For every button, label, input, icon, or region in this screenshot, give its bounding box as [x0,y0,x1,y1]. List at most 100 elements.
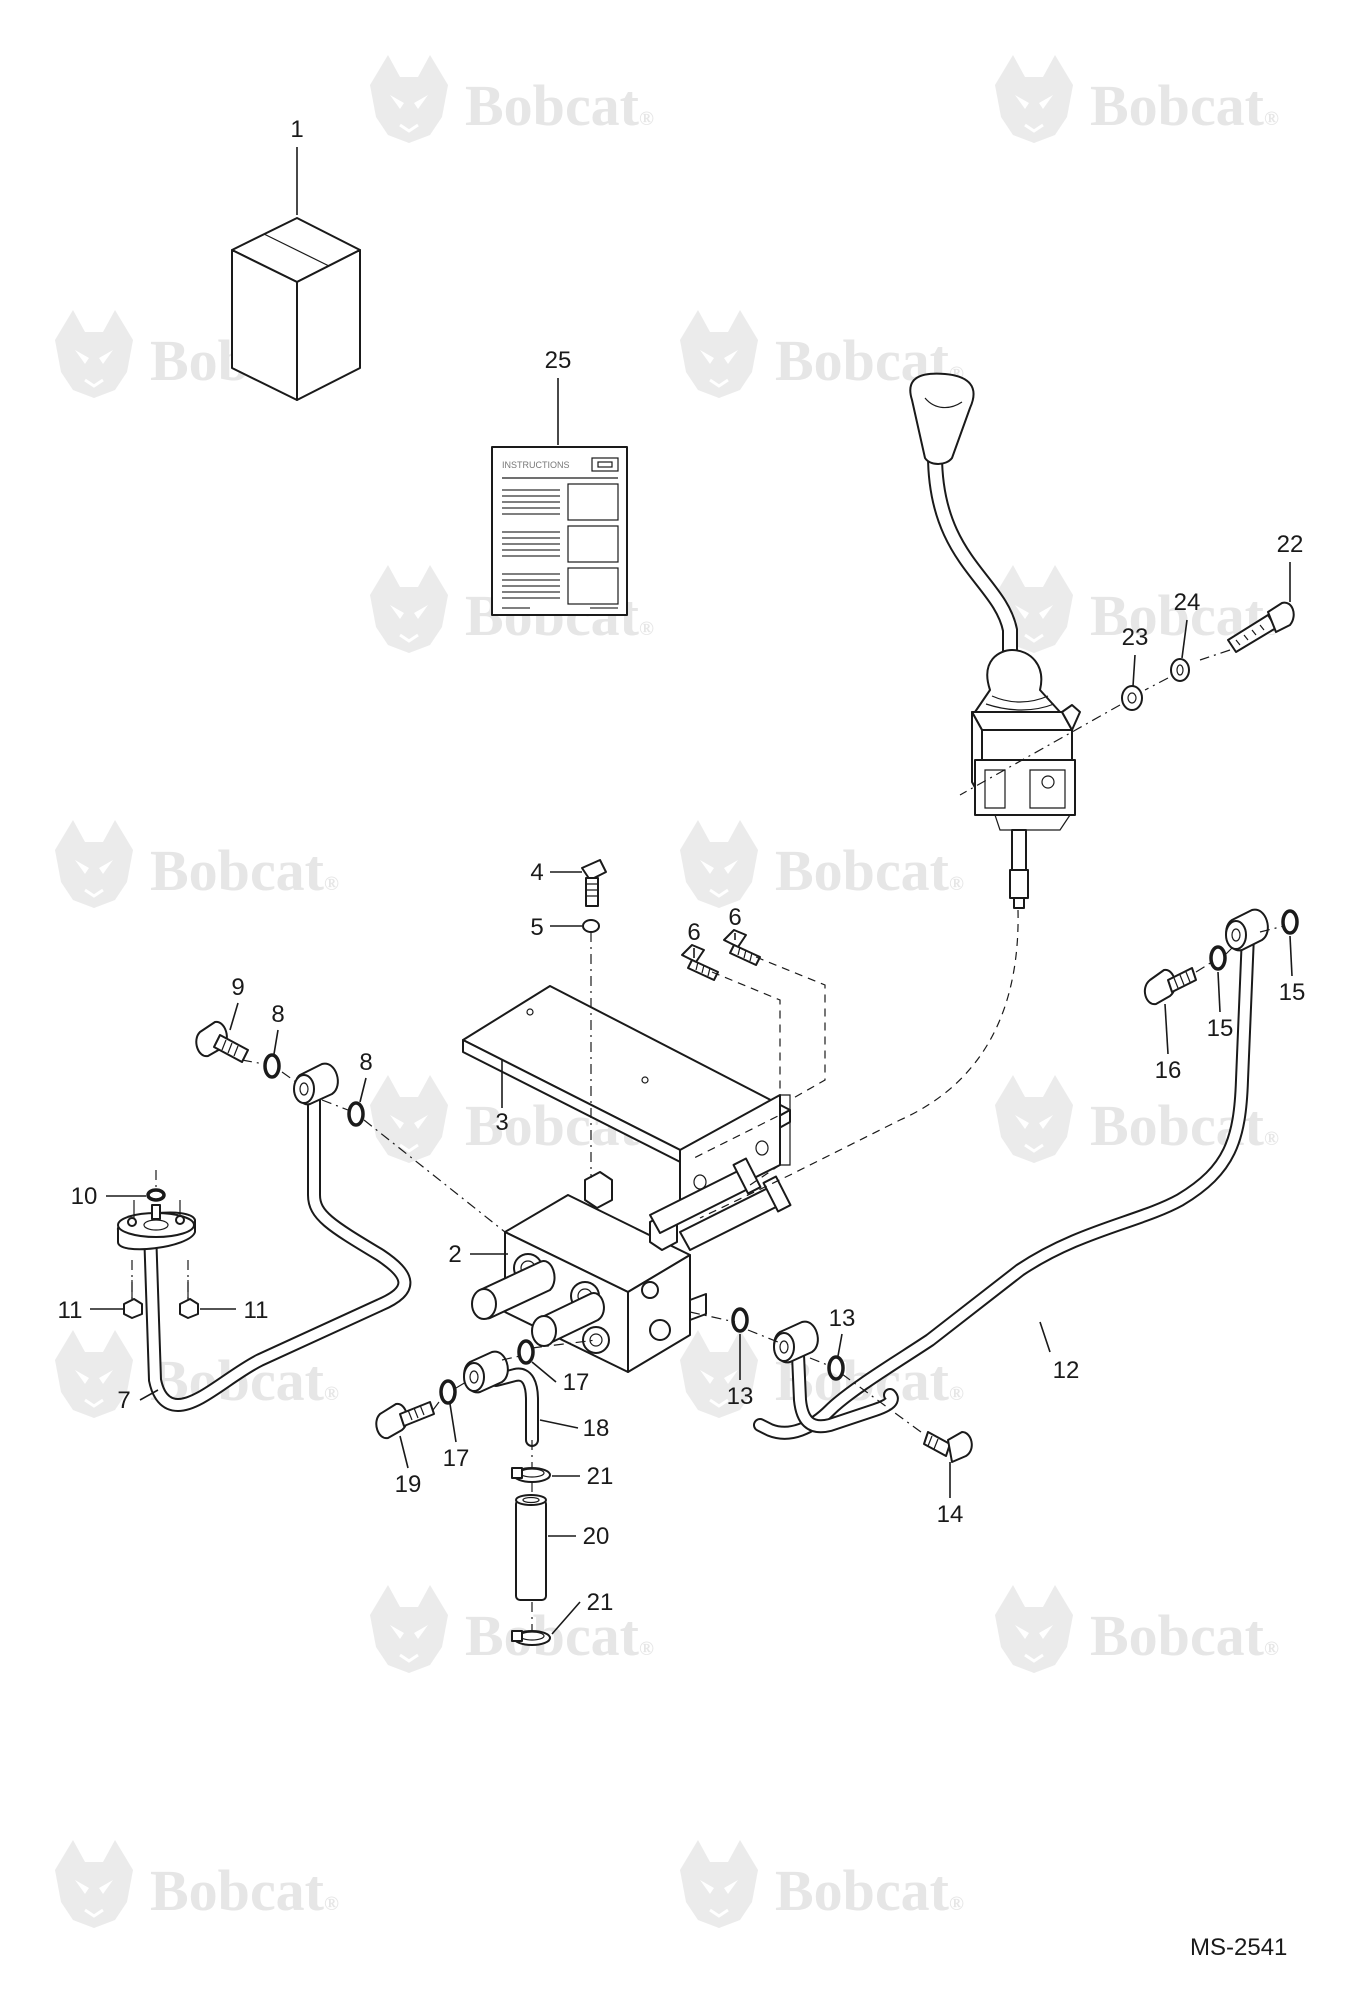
watermark-13: Bobcat® [368,1583,654,1675]
callout-11a: 11 [58,1297,124,1324]
part-hose-20 [515,1494,547,1601]
part-oring-17b [517,1339,535,1365]
watermark-16: Bobcat® [678,1838,964,1930]
part-bolt-16 [1143,967,1197,1006]
callout-24: 24 [1174,589,1201,659]
svg-text:13: 13 [829,1305,856,1332]
svg-text:9: 9 [231,974,244,1001]
svg-text:Bobcat®: Bobcat® [775,838,964,903]
callout-1: 1 [290,116,304,215]
part-clamp-21b [511,1630,551,1646]
callout-17b: 17 [531,1361,590,1396]
callout-21a: 21 [552,1463,613,1490]
part-joystick [909,372,1081,909]
callout-13a: 13 [727,1334,754,1410]
svg-text:12: 12 [1053,1357,1080,1384]
callout-21b: 21 [551,1589,614,1635]
callout-8a: 8 [271,1001,285,1055]
callout-25: 25 [545,347,571,445]
svg-text:6: 6 [728,904,741,931]
part-bolt-6b [723,929,761,966]
watermark-8: Bobcat® [678,818,964,910]
part-tube-13 [773,1320,899,1434]
callout-15a: 15 [1207,971,1234,1042]
svg-text:5: 5 [530,914,543,941]
svg-text:17: 17 [443,1445,470,1472]
svg-text:3: 3 [495,1109,508,1136]
callout-13b: 13 [829,1305,856,1357]
part-clamp-21a [511,1467,551,1483]
svg-text:20: 20 [583,1523,610,1550]
svg-text:INSTRUCTIONS: INSTRUCTIONS [502,460,570,470]
callout-23: 23 [1122,624,1148,687]
part-mounting-plate [462,985,791,1216]
svg-text:6: 6 [687,919,700,946]
callout-4: 4 [530,859,582,886]
callout-17a: 17 [443,1403,470,1472]
callout-18: 18 [539,1415,610,1442]
part-washer-23 [1121,685,1143,711]
part-bolt-22 [1227,601,1295,653]
callout-6b: 6 [728,904,742,940]
callout-6a: 6 [687,919,701,958]
part-oring-17a [439,1379,457,1405]
part-oring-15a [1209,945,1227,971]
part-oring-8a [263,1053,281,1079]
svg-text:21: 21 [587,1589,614,1616]
part-oring-13b [827,1355,845,1381]
svg-text:15: 15 [1207,1015,1234,1042]
axis-joystick-bolt [959,649,1231,796]
callout-11b: 11 [200,1297,268,1324]
part-bolt-4 [581,859,607,907]
svg-text:1: 1 [290,116,303,143]
part-tube-12 [753,908,1269,1440]
callout-12: 12 [1039,1321,1080,1384]
part-oring-8b [347,1101,365,1127]
part-instruction-sheet: INSTRUCTIONS [491,446,628,616]
watermark-14: Bobcat® [993,1583,1279,1675]
callout-10: 10 [71,1183,146,1210]
drawing-id: MS-2541 [1190,1934,1287,1961]
watermark-1: Bobcat® [368,53,654,145]
watermark-2: Bobcat® [993,53,1279,145]
callout-8b: 8 [359,1049,373,1103]
svg-text:4: 4 [530,859,543,886]
part-kit-box [231,217,361,401]
part-control-valve [471,1157,792,1373]
svg-text:24: 24 [1174,589,1201,616]
svg-text:8: 8 [359,1049,372,1076]
callout-14: 14 [937,1462,964,1528]
svg-text:19: 19 [395,1471,422,1498]
svg-text:Bobcat®: Bobcat® [150,1858,339,1923]
part-ring-10 [146,1188,166,1202]
callout-5: 5 [530,914,582,941]
callouts: 1 25 22 24 23 4 5 6 [58,116,1306,1635]
part-tube-18 [463,1350,539,1447]
part-oring-15b [1281,909,1299,935]
callout-7: 7 [117,1387,159,1414]
svg-text:Bobcat®: Bobcat® [465,1603,654,1668]
svg-text:13: 13 [727,1383,754,1410]
svg-text:Bobcat®: Bobcat® [1090,1603,1279,1668]
svg-text:Bobcat®: Bobcat® [150,838,339,903]
part-oring-13a [731,1307,749,1333]
svg-text:16: 16 [1155,1057,1182,1084]
svg-text:Bobcat®: Bobcat® [1090,73,1279,138]
svg-text:14: 14 [937,1501,964,1528]
svg-text:21: 21 [587,1463,614,1490]
part-bolt-14 [923,1431,973,1463]
callout-15b: 15 [1279,935,1306,1006]
svg-text:8: 8 [271,1001,284,1028]
callout-3: 3 [495,1060,509,1136]
svg-text:17: 17 [563,1369,590,1396]
svg-text:11: 11 [244,1297,269,1324]
svg-text:Bobcat®: Bobcat® [465,73,654,138]
callout-22: 22 [1277,531,1303,602]
svg-text:10: 10 [71,1183,98,1210]
svg-text:15: 15 [1279,979,1306,1006]
part-bolt-11a [123,1280,143,1319]
svg-text:18: 18 [583,1415,610,1442]
svg-text:Bobcat®: Bobcat® [1090,1093,1279,1158]
part-bolt-6a [681,944,719,981]
